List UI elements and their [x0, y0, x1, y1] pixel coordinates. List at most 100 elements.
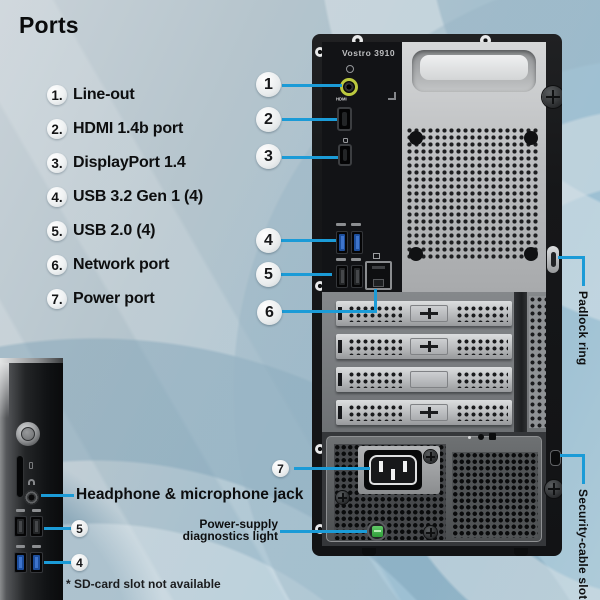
callout-badge-4: 4	[256, 228, 281, 253]
headphone-jack	[24, 490, 39, 505]
headphone-line	[41, 494, 74, 497]
psu-light-label: Power-supply diagnostics light	[158, 518, 278, 542]
plus-icon	[427, 341, 431, 352]
security-line-h	[560, 454, 585, 457]
io-panel	[322, 42, 402, 292]
item-label: Network port	[73, 256, 170, 273]
vent-grid	[406, 127, 540, 259]
thumbscrew-icon	[542, 86, 562, 108]
sd-slot-blank	[16, 455, 24, 498]
usb2-icon	[351, 258, 361, 261]
front-usb2-port	[30, 516, 43, 537]
expansion-slot-cover	[336, 334, 512, 359]
slot-vent	[348, 338, 402, 355]
phillips-screw-icon	[336, 491, 349, 504]
list-item: 6. Network port	[47, 248, 203, 282]
screw-hole-icon	[315, 524, 325, 534]
item-label: Power port	[73, 290, 155, 307]
callout-line-3	[282, 156, 338, 159]
handle-grip	[420, 55, 528, 80]
slot-tab	[410, 305, 448, 322]
expansion-slot-cover	[336, 367, 512, 392]
item-label: HDMI 1.4b port	[73, 120, 184, 137]
item-label: Line-out	[73, 86, 135, 103]
callout-badge-6: 6	[257, 300, 282, 325]
callout-badge-3: 3	[256, 144, 281, 169]
slot-rail	[514, 292, 527, 432]
usb2-icon	[32, 509, 41, 512]
callout-badge-2: 2	[256, 107, 281, 132]
psu-indicator-square	[489, 433, 496, 440]
front-usb3-line	[44, 561, 72, 564]
psu-led-lens	[371, 525, 383, 537]
item-bullet: 6.	[47, 255, 67, 275]
expansion-slot-cover	[336, 400, 512, 425]
screw-hole-icon	[315, 444, 325, 454]
sd-note: * SD-card slot not available	[66, 577, 221, 591]
slot-vent	[456, 371, 508, 388]
hdmi-port	[337, 107, 352, 131]
list-item: 7. Power port	[47, 282, 203, 316]
front-usb2-badge: 5	[71, 520, 88, 537]
item-bullet: 2.	[47, 119, 67, 139]
item-bullet: 5.	[47, 221, 67, 241]
item-label: USB 2.0 (4)	[73, 222, 156, 239]
item-bullet: 3.	[47, 153, 67, 173]
callout-line-6-vertical	[374, 289, 377, 313]
psu-light-line	[280, 530, 367, 533]
slot-latch-notch	[338, 307, 342, 320]
item-label: USB 3.2 Gen 1 (4)	[73, 188, 203, 205]
item-bullet: 4.	[47, 187, 67, 207]
plus-icon	[427, 407, 431, 418]
usb2-port-tongue	[355, 270, 359, 283]
slot-latch-notch	[338, 373, 342, 386]
psu-indicator-dot	[478, 434, 484, 440]
usb3-icon	[336, 223, 346, 226]
headphone-jack-label: Headphone & microphone jack	[76, 486, 304, 503]
ethernet-port-clip	[373, 279, 384, 287]
power-button-center	[21, 427, 35, 441]
front-usb2-line	[44, 527, 72, 530]
usb3-icon	[351, 223, 361, 226]
usb3-icon	[32, 545, 41, 548]
usb3-port-tongue	[19, 557, 22, 568]
padlock-line-v	[582, 256, 585, 286]
slot-vent	[456, 305, 508, 322]
displayport-port	[338, 144, 352, 166]
slot-vent	[348, 404, 402, 421]
callout-line-5	[281, 273, 332, 276]
list-item: 3.DisplayPort 1.4	[47, 146, 203, 180]
usb2-port-tongue	[35, 521, 38, 532]
front-usb3-port	[14, 552, 27, 573]
vent-accent-hole	[524, 247, 538, 261]
callout-line-6	[282, 310, 377, 313]
screw-hole-icon	[315, 281, 325, 291]
model-label: Vostro 3910	[342, 48, 396, 58]
security-cable-slot	[550, 450, 561, 466]
usb2-port-tongue	[19, 521, 22, 532]
hdmi-port-label: HDMI	[336, 97, 347, 102]
usb3-icon	[16, 545, 25, 548]
callout-badge-7: 7	[272, 460, 289, 477]
phillips-screw-icon	[424, 450, 437, 463]
displayport-slot	[343, 149, 347, 161]
slot-tab	[410, 338, 448, 355]
usb2-port-tongue	[340, 270, 344, 283]
screw-hole-icon	[352, 35, 363, 46]
padlock-line-h	[558, 256, 585, 259]
side-vent-column	[529, 296, 546, 428]
tower-reflection	[0, 363, 9, 418]
slot-tab	[410, 404, 448, 421]
expansion-slot-cover	[336, 301, 512, 326]
item-bullet: 7.	[47, 289, 67, 309]
front-usb2-port	[14, 516, 27, 537]
usb3-port-tongue	[35, 557, 38, 568]
screw-hole-icon	[480, 35, 491, 46]
front-usb3-port	[30, 552, 43, 573]
page-title: Ports	[19, 12, 79, 38]
screw-hole-icon	[315, 47, 325, 57]
power-button	[16, 422, 40, 446]
chassis-foot	[514, 548, 528, 556]
ethernet-icon	[373, 253, 380, 259]
list-item: 1.Line-out	[47, 78, 203, 112]
